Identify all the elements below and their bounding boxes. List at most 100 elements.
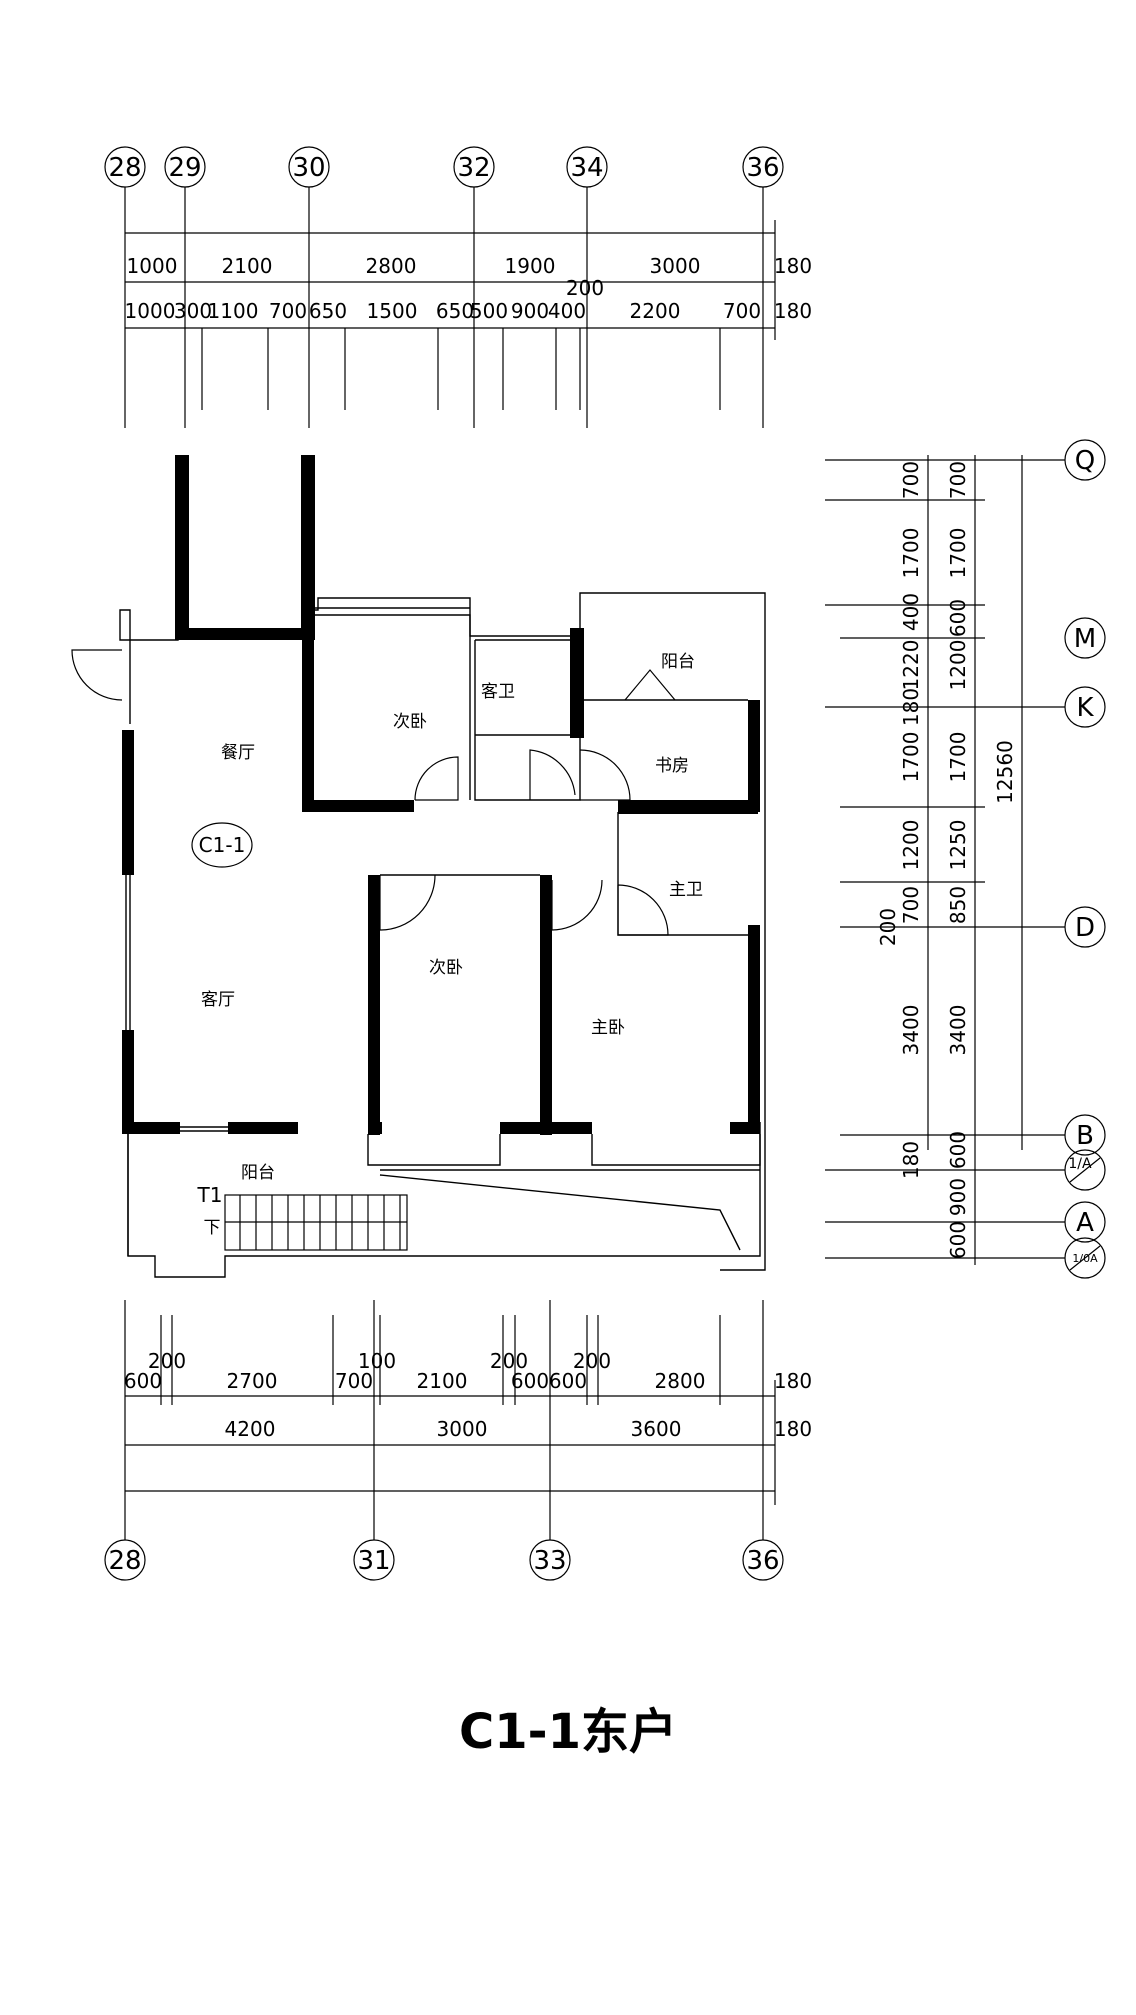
axis-bubble-Q: Q bbox=[1064, 439, 1106, 481]
svg-text:200: 200 bbox=[148, 1349, 186, 1373]
svg-text:1220: 1220 bbox=[899, 640, 923, 691]
svg-text:34: 34 bbox=[570, 153, 603, 183]
room-guest-bath: 客卫 bbox=[481, 682, 515, 702]
wall-south-1 bbox=[122, 1122, 180, 1134]
wall-south-5 bbox=[730, 1122, 760, 1134]
svg-text:500: 500 bbox=[470, 299, 508, 323]
svg-text:600: 600 bbox=[511, 1369, 549, 1393]
axis-bubble-10A: 1/0A bbox=[1064, 1237, 1106, 1279]
bottom-dim-row3-labels: 4200 3000 3600 180 bbox=[225, 1417, 813, 1441]
svg-text:1000: 1000 bbox=[127, 254, 178, 278]
room-labels: 餐厅 客厅 次卧 客卫 阳台 书房 主卫 次卧 主卧 阳台 T1 下 bbox=[197, 652, 703, 1238]
axis-bubble-32-top: 32 bbox=[453, 146, 495, 188]
plan-walls bbox=[119, 455, 766, 1278]
svg-text:180: 180 bbox=[774, 299, 812, 323]
top-dim-row2-labels: 1000 300 1100 700 650 1500 650 500 900 4… bbox=[125, 276, 813, 323]
right-dimensions bbox=[825, 455, 1065, 1265]
top-dimensions bbox=[124, 187, 776, 428]
svg-text:Q: Q bbox=[1075, 446, 1095, 476]
stair bbox=[224, 1194, 408, 1251]
svg-text:M: M bbox=[1074, 624, 1096, 654]
unit-tag: C1-1 bbox=[191, 822, 253, 868]
wall-study-east bbox=[748, 700, 760, 812]
svg-text:B: B bbox=[1076, 1121, 1094, 1151]
axis-bubble-30-top: 30 bbox=[288, 146, 330, 188]
right-dims-inner: 700 1700 400 1220 180 1700 1200 700 200 … bbox=[876, 461, 923, 1179]
svg-text:600: 600 bbox=[549, 1369, 587, 1393]
bottom-dim-row1-labels: 200 100 200 200 bbox=[148, 1349, 611, 1373]
svg-text:D: D bbox=[1075, 913, 1095, 943]
svg-text:180: 180 bbox=[899, 688, 923, 726]
wall-master-west bbox=[540, 875, 552, 1135]
svg-text:1500: 1500 bbox=[367, 299, 418, 323]
svg-text:400: 400 bbox=[899, 593, 923, 631]
svg-text:650: 650 bbox=[309, 299, 347, 323]
axis-bubble-28-bottom: 28 bbox=[104, 1539, 146, 1581]
svg-text:36: 36 bbox=[746, 153, 779, 183]
wall-south-6 bbox=[368, 1122, 382, 1134]
svg-text:180: 180 bbox=[899, 1141, 923, 1179]
svg-text:100: 100 bbox=[358, 1349, 396, 1373]
svg-text:700: 700 bbox=[723, 299, 761, 323]
wall-study-south bbox=[618, 800, 758, 814]
svg-text:30: 30 bbox=[292, 153, 325, 183]
room-study: 书房 bbox=[655, 756, 689, 776]
axis-bubble-33-bottom: 33 bbox=[529, 1539, 571, 1581]
wall-north-annex-east bbox=[301, 455, 315, 640]
wall-annex-south bbox=[175, 628, 315, 640]
wall-south-4 bbox=[552, 1122, 592, 1134]
room-balcony-lower: 阳台 bbox=[241, 1163, 275, 1183]
svg-text:200: 200 bbox=[573, 1349, 611, 1373]
room-master-bedroom: 主卧 bbox=[591, 1018, 625, 1038]
room-bedroom2-lower: 次卧 bbox=[429, 958, 463, 978]
svg-text:600: 600 bbox=[946, 1221, 970, 1259]
svg-text:650: 650 bbox=[436, 299, 474, 323]
svg-text:2100: 2100 bbox=[222, 254, 273, 278]
svg-text:700: 700 bbox=[269, 299, 307, 323]
svg-text:900: 900 bbox=[946, 1178, 970, 1216]
svg-text:2700: 2700 bbox=[227, 1369, 278, 1393]
svg-text:180: 180 bbox=[774, 1417, 812, 1441]
wall-west-upper bbox=[122, 730, 134, 875]
wall-bedroom-lower-west bbox=[368, 875, 380, 1135]
svg-text:600: 600 bbox=[946, 599, 970, 637]
svg-text:3600: 3600 bbox=[631, 1417, 682, 1441]
room-living: 客厅 bbox=[201, 990, 235, 1010]
axis-bubble-1A: 1/A bbox=[1064, 1149, 1106, 1191]
svg-text:2800: 2800 bbox=[366, 254, 417, 278]
svg-text:200: 200 bbox=[566, 276, 604, 300]
svg-text:1700: 1700 bbox=[899, 528, 923, 579]
svg-text:850: 850 bbox=[946, 886, 970, 924]
svg-text:32: 32 bbox=[457, 153, 490, 183]
svg-text:A: A bbox=[1076, 1208, 1094, 1238]
wall-master-east bbox=[748, 925, 760, 1130]
wall-bedroom2-west bbox=[302, 640, 314, 812]
right-dims-outer: 700 1700 600 1200 1700 1250 850 3400 600… bbox=[946, 461, 1017, 1259]
wall-bath-east bbox=[570, 628, 584, 738]
svg-text:K: K bbox=[1076, 693, 1094, 723]
room-balcony-upper: 阳台 bbox=[661, 652, 695, 672]
room-bedroom2-upper: 次卧 bbox=[393, 712, 427, 732]
axis-bubble-28-top: 28 bbox=[104, 146, 146, 188]
right-total-dim: 12560 bbox=[993, 740, 1017, 804]
svg-text:180: 180 bbox=[774, 1369, 812, 1393]
wall-south-3 bbox=[500, 1122, 552, 1134]
svg-text:C1-1: C1-1 bbox=[199, 833, 246, 857]
axis-bubble-B: B bbox=[1064, 1114, 1106, 1156]
svg-text:200: 200 bbox=[876, 908, 900, 946]
svg-text:700: 700 bbox=[946, 461, 970, 499]
svg-text:3000: 3000 bbox=[437, 1417, 488, 1441]
svg-text:1700: 1700 bbox=[946, 732, 970, 783]
svg-text:1/A: 1/A bbox=[1068, 1156, 1092, 1172]
svg-text:300: 300 bbox=[174, 299, 212, 323]
svg-text:1200: 1200 bbox=[946, 640, 970, 691]
svg-text:3400: 3400 bbox=[899, 1005, 923, 1056]
axis-bubble-36-top: 36 bbox=[742, 146, 784, 188]
bottom-axis-bubbles: 28 31 33 36 bbox=[104, 1539, 784, 1581]
svg-text:600: 600 bbox=[946, 1131, 970, 1169]
stair-tag: T1 bbox=[197, 1183, 223, 1207]
wall-north-annex-west bbox=[175, 455, 189, 640]
svg-text:2200: 2200 bbox=[630, 299, 681, 323]
bottom-dimensions bbox=[124, 1300, 776, 1540]
axis-bubble-29-top: 29 bbox=[164, 146, 206, 188]
